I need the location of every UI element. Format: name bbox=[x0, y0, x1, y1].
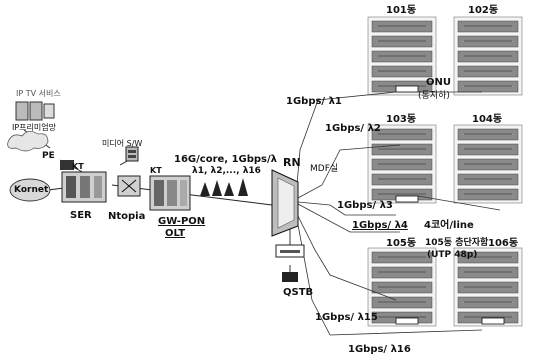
building-103-label: 103동 bbox=[386, 115, 416, 125]
iptv-server bbox=[16, 102, 54, 120]
onu-note-label: (통지하) bbox=[418, 92, 450, 101]
media-switch-label: 미디어 S/W bbox=[102, 140, 142, 148]
ip-premium-label: IP프리미엄망 bbox=[12, 124, 56, 132]
qstb-device bbox=[276, 245, 304, 282]
link-lambda-3: 1Gbps/ λ3 bbox=[337, 201, 393, 211]
link-lambda-4: 1Gbps/ λ4 bbox=[352, 221, 408, 231]
ntopia-label: Ntopia bbox=[108, 212, 145, 222]
media-switch bbox=[126, 147, 138, 161]
capacity-label: 16G/core, 1Gbps/λ bbox=[174, 155, 277, 165]
link-lambda-1: 1Gbps/ λ1 bbox=[286, 97, 342, 107]
building-106-label: 106동 bbox=[488, 239, 518, 249]
qstb-label: QSTB bbox=[283, 288, 313, 298]
mdf-label: MDF실 bbox=[310, 165, 338, 174]
building-105 bbox=[368, 248, 436, 326]
kt-right-label: KT bbox=[150, 167, 162, 175]
wavelength-label: λ1, λ2,..., λ16 bbox=[192, 167, 261, 176]
wavelength-spectrum bbox=[200, 178, 248, 196]
ntopia-switch bbox=[118, 176, 140, 196]
link-lambda-2: 1Gbps/ λ2 bbox=[325, 124, 381, 134]
iptv-server-label: IP TV 서비스 bbox=[16, 90, 61, 98]
gw-pon-olt bbox=[150, 176, 190, 210]
building-104-label: 104동 bbox=[472, 115, 502, 125]
pe-label: PE bbox=[42, 152, 55, 161]
building-102-label: 102동 bbox=[468, 6, 498, 16]
onu-box bbox=[396, 86, 418, 92]
building-103 bbox=[368, 125, 436, 203]
link-lambda-15: 1Gbps/ λ15 bbox=[315, 313, 378, 323]
olt-label: OLT bbox=[165, 229, 185, 239]
ip-premium-cloud bbox=[8, 131, 48, 151]
building-102 bbox=[454, 17, 522, 95]
rn-label: RN bbox=[283, 157, 301, 168]
ser-label: SER bbox=[70, 211, 92, 221]
floor-switch-label: 105동 층단자함 bbox=[425, 239, 488, 248]
cores-per-line-label: 4코어/line bbox=[424, 221, 474, 231]
switch-box bbox=[482, 318, 504, 324]
kornet-label: Kornet bbox=[14, 186, 48, 195]
building-101-label: 101동 bbox=[386, 6, 416, 16]
rn-remote-node bbox=[272, 170, 298, 236]
gw-pon-label: GW-PON bbox=[158, 217, 205, 227]
utp-label: (UTP 48p) bbox=[427, 251, 477, 260]
building-104 bbox=[454, 125, 522, 203]
kt-left-label: KT bbox=[72, 163, 84, 171]
switch-box bbox=[396, 196, 418, 202]
link-lambda-16: 1Gbps/ λ16 bbox=[348, 345, 411, 355]
onu-label: ONU bbox=[426, 78, 451, 88]
switch-box bbox=[396, 318, 418, 324]
building-105-label: 105동 bbox=[386, 239, 416, 249]
